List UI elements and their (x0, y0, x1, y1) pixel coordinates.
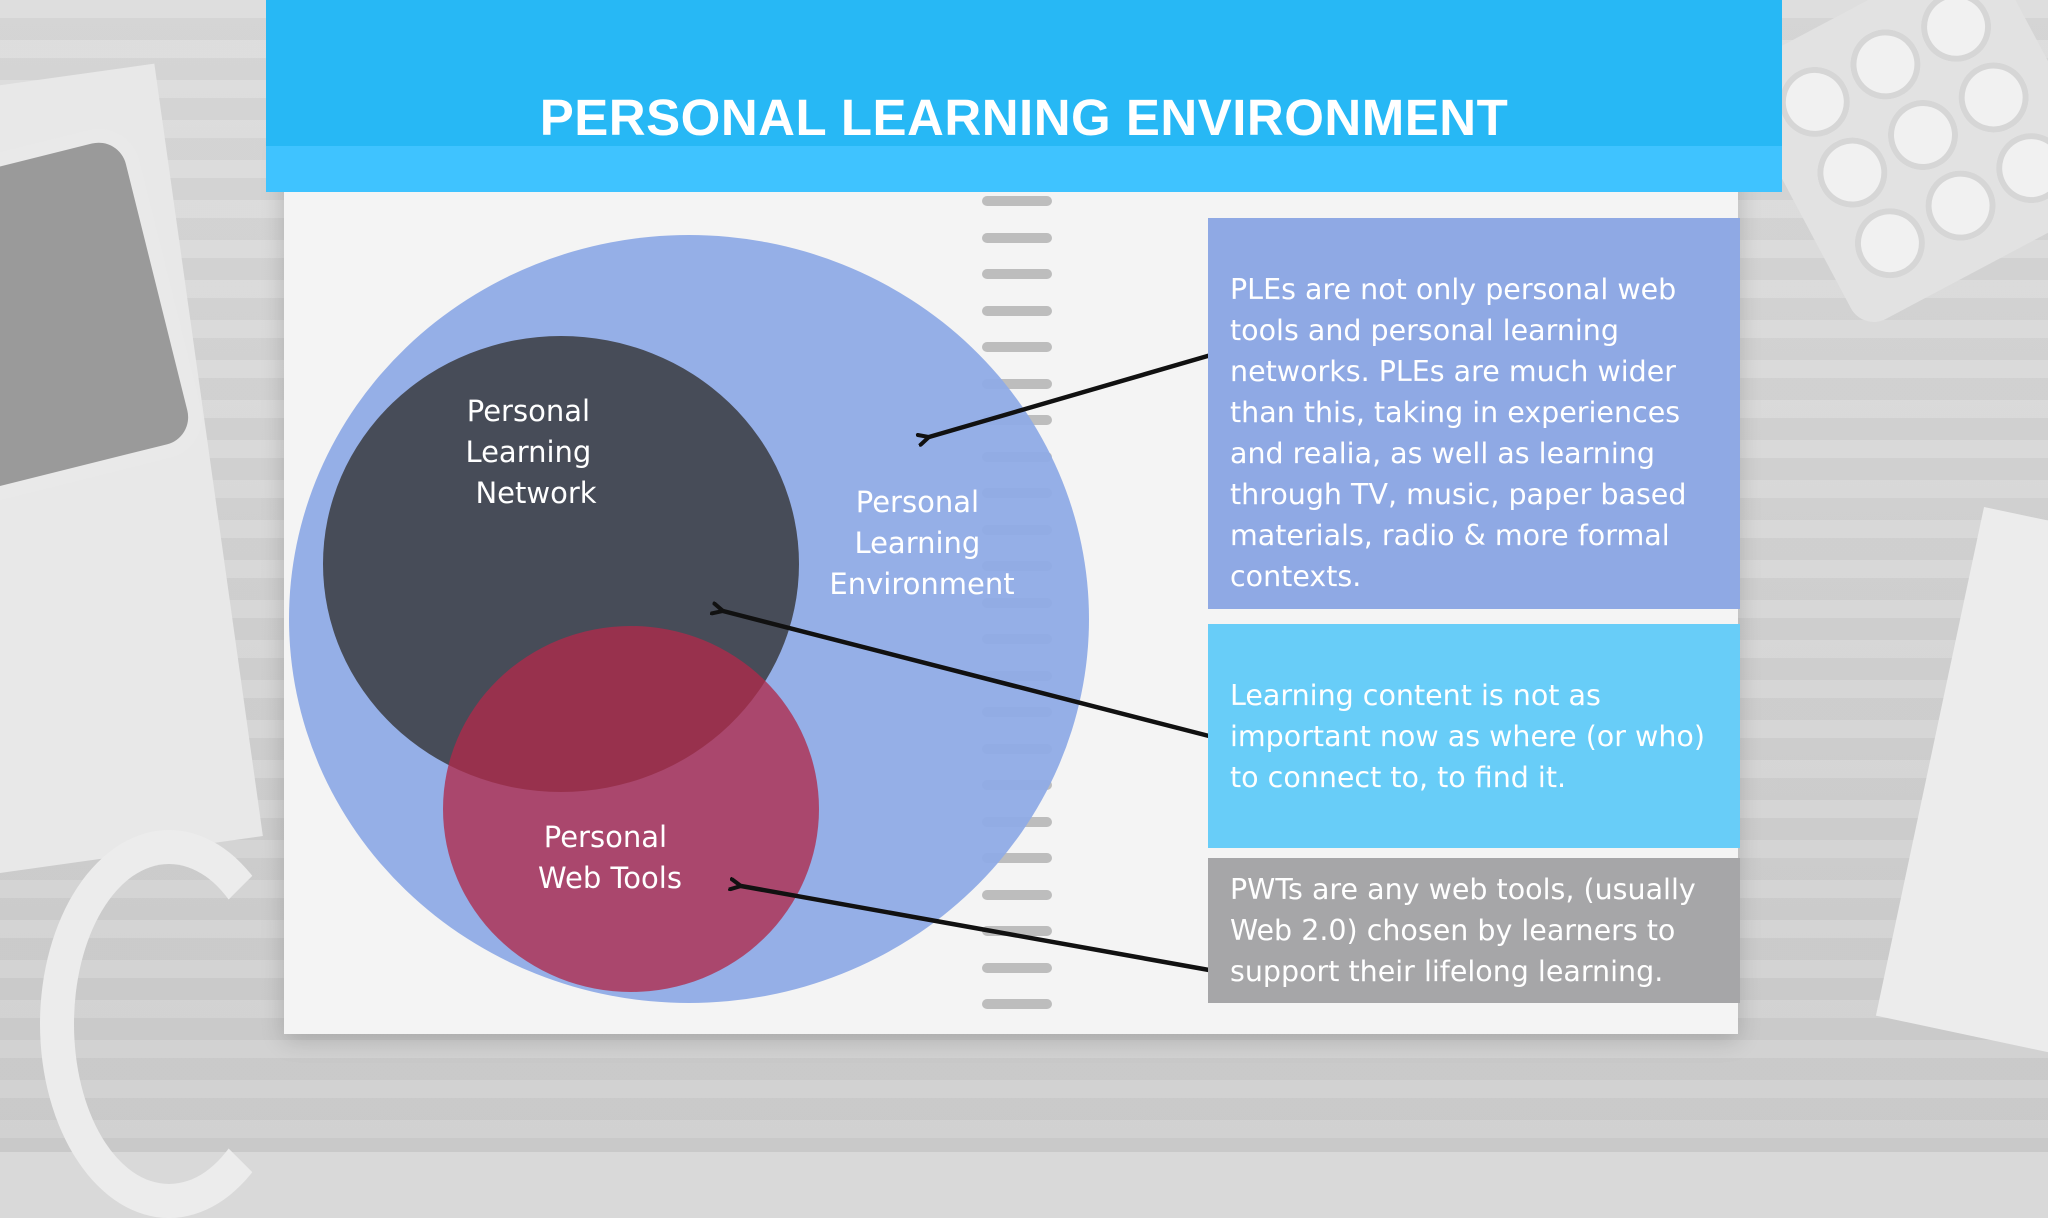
spiral-ring (982, 889, 1052, 900)
page-title: PERSONAL LEARNING ENVIRONMENT (539, 89, 1509, 146)
arrow-to-pwt (741, 886, 1210, 973)
arrow-to-ple (929, 352, 1212, 437)
header-band-lower (266, 146, 1782, 192)
spiral-ring (982, 926, 1052, 936)
arrow-to-pln (723, 611, 1210, 739)
pwt-circle (443, 626, 819, 992)
spiral-ring (982, 853, 1052, 863)
spiral-ring (982, 305, 1052, 316)
pwt-label: Personal Web Tools (538, 820, 682, 895)
spiral-ring (982, 196, 1052, 206)
pln-label: Personal Learning Network (465, 394, 600, 510)
spiral-ring (982, 342, 1052, 352)
learning-content-box: Learning content is not as important now… (1208, 624, 1740, 848)
ple-label: Personal Learning Environment (829, 485, 1014, 601)
ple-description-box: PLEs are not only personal web tools and… (1208, 218, 1740, 609)
spiral-ring (982, 962, 1052, 973)
ple-diagram: Personal Learning Network Personal Learn… (289, 235, 1212, 1003)
spiral-ring (982, 232, 1052, 243)
spiral-ring (982, 378, 1052, 389)
spiral-ring (982, 269, 1052, 279)
pwt-description-box: PWTs are any web tools, (usually Web 2.0… (1208, 858, 1740, 1003)
spiral-ring (982, 999, 1052, 1009)
